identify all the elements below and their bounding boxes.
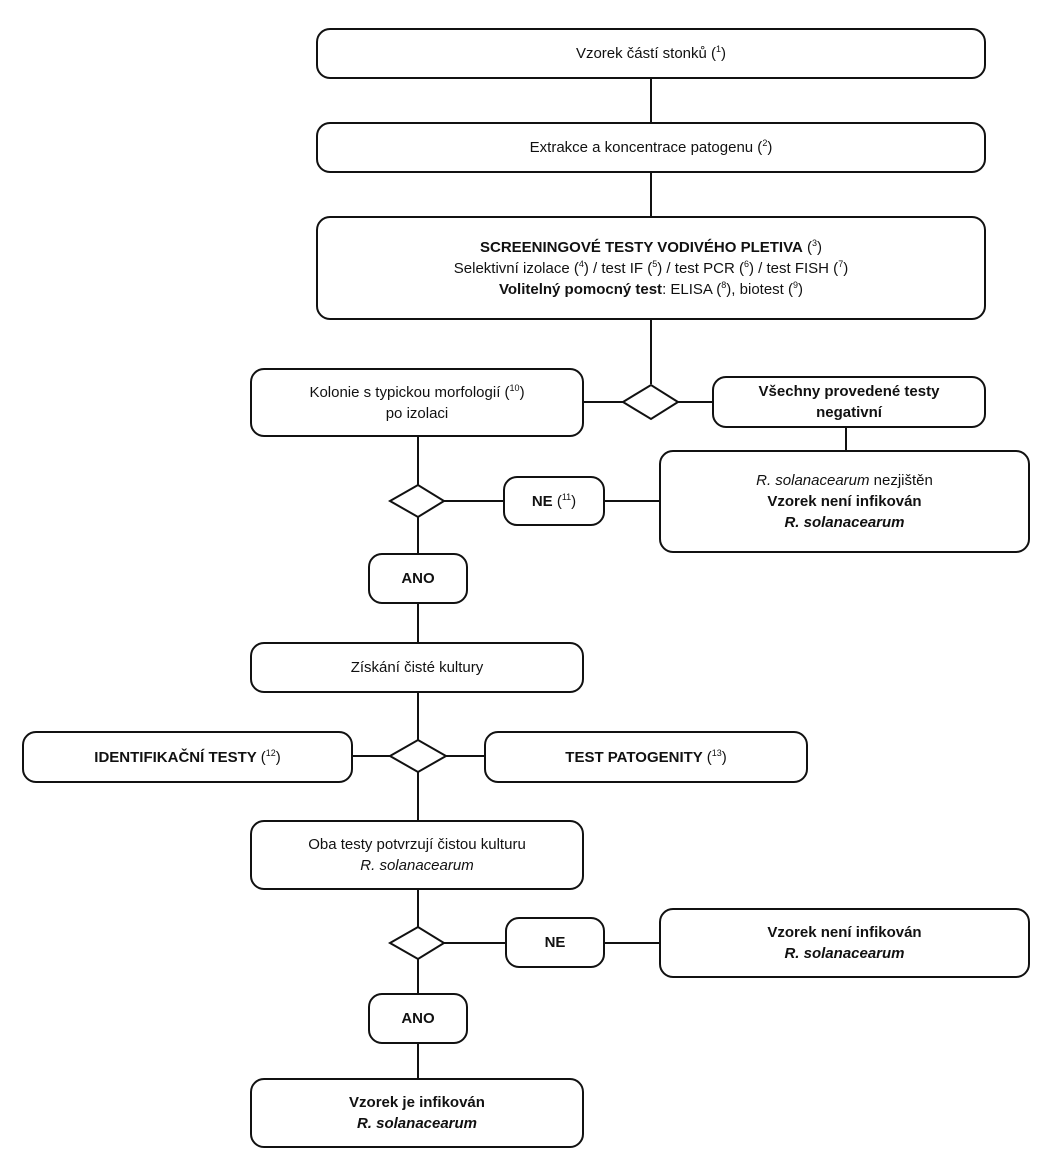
extraction-box: Extrakce a koncentrace patogenu (2) [316, 122, 986, 173]
infected-line1: Vzorek je infikován [349, 1094, 485, 1111]
footnote-ref: 3 [812, 237, 818, 248]
colonies-line1: Kolonie s typickou morfologií [309, 383, 501, 401]
screening-test: Selektivní izolace [453, 259, 570, 277]
pure-culture-text: Získání čisté kultury [350, 659, 484, 676]
ano-box: ANO [368, 553, 468, 604]
footnote-ref: 12 [265, 747, 276, 758]
footnote-ref: 2 [762, 138, 768, 148]
footnote-ref: 9 [793, 279, 799, 290]
decision-diamond [621, 383, 680, 421]
screening-test: test IF [601, 259, 644, 277]
ano-label: ANO [401, 570, 435, 587]
ano-box: ANO [368, 993, 468, 1044]
colonies-box: Kolonie s typickou morfologií (10) po iz… [250, 368, 584, 437]
separator: / [588, 259, 602, 277]
identification-box: IDENTIFIKAČNÍ TESTY (12) [22, 731, 353, 783]
extraction-text: Extrakce a koncentrace patogenu [529, 139, 754, 156]
footnote-ref: 6 [743, 258, 749, 269]
footnote-ref: 1 [716, 44, 722, 54]
not-infected-line2: R. solanacearum [784, 945, 905, 962]
separator: / [753, 259, 767, 277]
both-confirm-box: Oba testy potvrzují čistou kulturu R. so… [250, 820, 584, 890]
not-infected-box: Vzorek není infikován R. solanacearum [659, 908, 1030, 978]
footnote-ref: 7 [838, 258, 844, 269]
footnote-ref: 10 [509, 382, 520, 393]
footnote-ref: 5 [652, 258, 658, 269]
ne-label: NE [531, 492, 553, 510]
footnote-ref: 4 [578, 258, 584, 269]
ano-label: ANO [401, 1010, 435, 1027]
not-detected-line2: Vzorek není infikován [767, 493, 922, 510]
not-detected-suffix: nezjištěn [869, 472, 933, 489]
ne-box: NE [505, 917, 605, 968]
pathogenicity-text: TEST PATOGENITY [565, 748, 703, 766]
separator: , [731, 280, 740, 298]
all-negative-line2: negativní [816, 404, 882, 421]
footnote-ref: 11 [561, 491, 572, 502]
not-detected-box: R. solanacearum nezjištěn Vzorek není in… [659, 450, 1030, 553]
screening-tests-line: Selektivní izolace (4) / test IF (5) / t… [453, 258, 849, 277]
ne-label: NE [544, 934, 566, 951]
both-confirm-line1: Oba testy potvrzují čistou kulturu [308, 836, 526, 853]
identification-text: IDENTIFIKAČNÍ TESTY [94, 748, 257, 766]
decision-diamond [387, 738, 449, 774]
infected-box: Vzorek je infikován R. solanacearum [250, 1078, 584, 1148]
ne-box: NE (11) [503, 476, 605, 526]
optional-label: Volitelný pomocný test [498, 280, 663, 298]
screening-box: SCREENINGOVÉ TESTY VODIVÉHO PLETIVA (3) … [316, 216, 986, 320]
decision-diamond [387, 925, 446, 961]
screening-test: test FISH [766, 259, 830, 277]
all-negative-box: Všechny provedené testy negativní [712, 376, 986, 428]
separator: / [662, 259, 675, 277]
colonies-line2: po izolaci [385, 404, 449, 422]
sample-text: Vzorek částí stonků [575, 45, 707, 62]
optional-test: ELISA [670, 280, 713, 298]
optional-test: biotest [739, 280, 784, 298]
all-negative-line1: Všechny provedené testy [758, 383, 940, 400]
both-confirm-line2: R. solanacearum [360, 857, 474, 874]
screening-title: SCREENINGOVÉ TESTY VODIVÉHO PLETIVA [479, 238, 803, 256]
not-infected-line1: Vzorek není infikován [767, 924, 922, 941]
pathogenicity-box: TEST PATOGENITY (13) [484, 731, 808, 783]
not-detected-line3: R. solanacearum [784, 514, 905, 531]
separator: : [662, 280, 671, 298]
footnote-ref: 13 [711, 747, 722, 758]
screening-test: test PCR [674, 259, 735, 277]
footnote-ref: 8 [721, 279, 727, 290]
decision-diamond [387, 483, 446, 519]
optional-tests-line: Volitelný pomocný test: ELISA (8), biote… [498, 279, 804, 298]
infected-line2: R. solanacearum [356, 1115, 478, 1132]
pure-culture-box: Získání čisté kultury [250, 642, 584, 693]
species-name: R. solanacearum [756, 472, 870, 489]
sample-box: Vzorek částí stonků (1) [316, 28, 986, 79]
